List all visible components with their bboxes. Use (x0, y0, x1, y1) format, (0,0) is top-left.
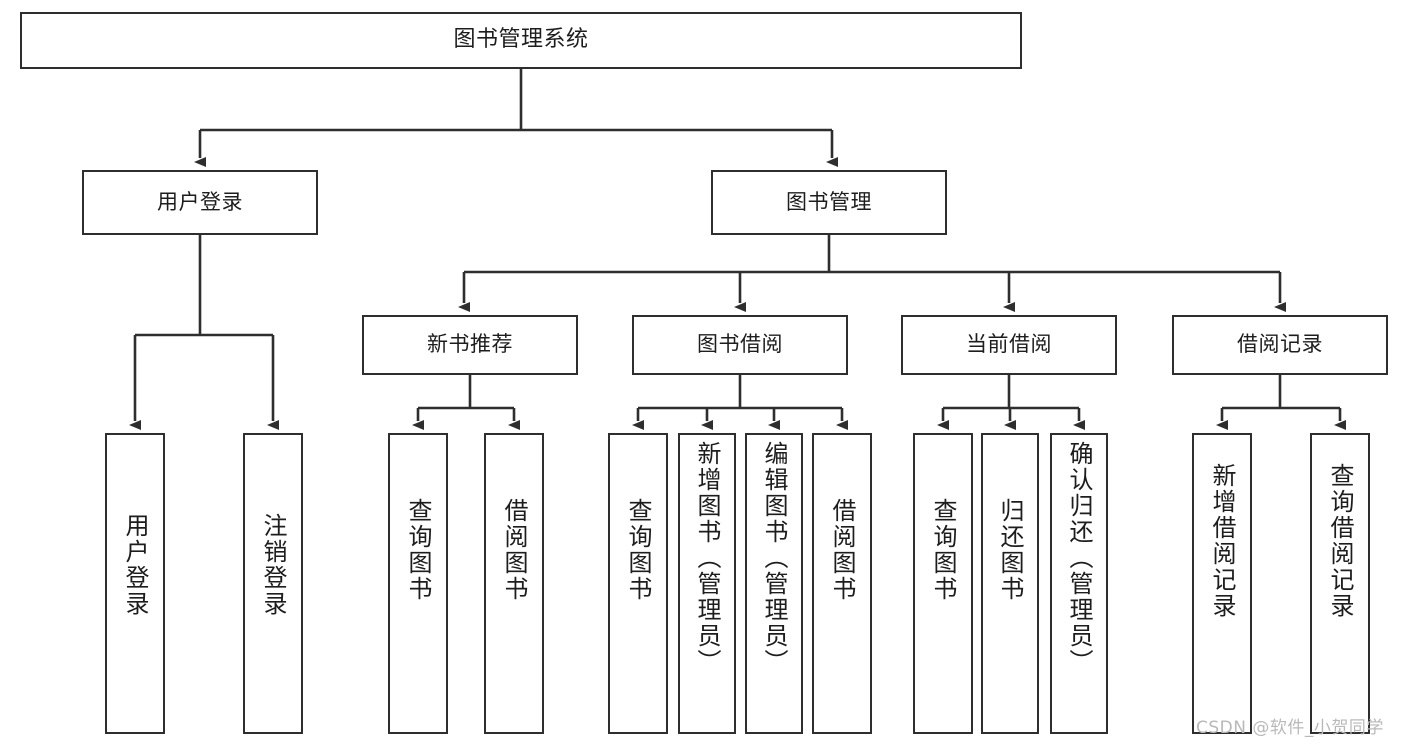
node-leaf-query-book-1[interactable]: 查询图书 (388, 433, 448, 734)
node-current-borrow[interactable]: 当前借阅 (901, 315, 1117, 375)
node-leaf-add-record-label: 新增借阅记录 (1208, 463, 1236, 619)
node-leaf-add-book-label: 新增图书（管理员） (693, 441, 721, 675)
node-leaf-query-record-label: 查询借阅记录 (1326, 463, 1354, 619)
node-leaf-user-login-label: 用户登录 (121, 513, 149, 617)
node-book-manage-label: 图书管理 (786, 189, 872, 214)
node-new-book-recommend[interactable]: 新书推荐 (362, 315, 578, 375)
node-current-borrow-label: 当前借阅 (966, 332, 1052, 357)
csdn-watermark: CSDN @软件_小贺同学 (1196, 718, 1384, 738)
node-leaf-query-book-2[interactable]: 查询图书 (608, 433, 668, 734)
node-leaf-query-record[interactable]: 查询借阅记录 (1310, 433, 1370, 734)
node-leaf-borrow-book-1[interactable]: 借阅图书 (484, 433, 544, 734)
node-root[interactable]: 图书管理系统 (20, 12, 1022, 69)
node-borrow-record[interactable]: 借阅记录 (1172, 315, 1388, 375)
node-leaf-borrow-book-1-label: 借阅图书 (500, 498, 528, 602)
node-book-manage[interactable]: 图书管理 (711, 170, 947, 235)
node-root-label: 图书管理系统 (453, 27, 589, 53)
node-leaf-add-book[interactable]: 新增图书（管理员） (678, 433, 736, 734)
node-borrow-record-label: 借阅记录 (1237, 332, 1323, 357)
node-leaf-add-record[interactable]: 新增借阅记录 (1192, 433, 1252, 734)
node-new-book-recommend-label: 新书推荐 (427, 332, 513, 357)
node-leaf-edit-book-label: 编辑图书（管理员） (760, 441, 788, 675)
node-leaf-edit-book[interactable]: 编辑图书（管理员） (745, 433, 803, 734)
node-book-borrow-label: 图书借阅 (697, 332, 783, 357)
node-leaf-query-book-3-label: 查询图书 (929, 498, 957, 602)
node-leaf-borrow-book-2-label: 借阅图书 (828, 498, 856, 602)
node-leaf-logout[interactable]: 注销登录 (243, 433, 303, 734)
node-leaf-borrow-book-2[interactable]: 借阅图书 (812, 433, 872, 734)
node-leaf-return-book[interactable]: 归还图书 (981, 433, 1039, 734)
node-book-borrow[interactable]: 图书借阅 (632, 315, 848, 375)
node-leaf-confirm-return[interactable]: 确认归还（管理员） (1050, 433, 1108, 734)
node-leaf-confirm-return-label: 确认归还（管理员） (1065, 441, 1093, 675)
node-leaf-query-book-1-label: 查询图书 (404, 498, 432, 602)
node-leaf-user-login[interactable]: 用户登录 (105, 433, 165, 734)
node-leaf-logout-label: 注销登录 (259, 513, 287, 617)
node-leaf-query-book-2-label: 查询图书 (624, 498, 652, 602)
node-user-login[interactable]: 用户登录 (82, 170, 318, 235)
node-leaf-return-book-label: 归还图书 (996, 498, 1024, 602)
node-user-login-label: 用户登录 (157, 189, 243, 214)
node-leaf-query-book-3[interactable]: 查询图书 (913, 433, 973, 734)
